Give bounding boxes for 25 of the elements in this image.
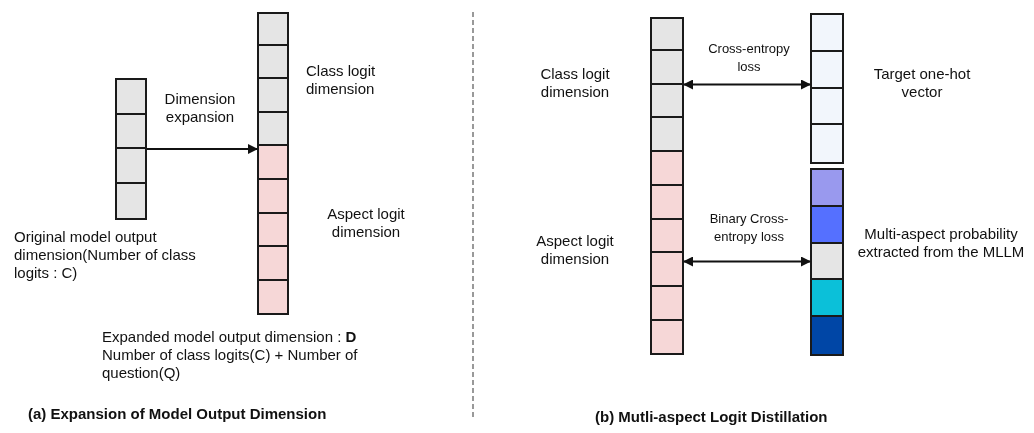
- vector-column: [115, 78, 147, 220]
- vector-caption: Aspect logit dimension: [535, 232, 615, 268]
- vector-caption: Target one-hot vector: [872, 65, 972, 101]
- logit-segment: [259, 146, 287, 313]
- arrow: [683, 256, 811, 267]
- vector-caption: Aspect logit dimension: [326, 205, 406, 241]
- vector-caption: Original model output dimension(Number of class logits : C): [14, 228, 197, 282]
- edge-label: Dimension expansion: [163, 90, 237, 126]
- panel-caption: (a) Expansion of Model Output Dimension: [28, 405, 327, 423]
- edge-label: Binary Cross-entropy loss: [708, 210, 790, 246]
- panel-caption: (b) Mutli-aspect Logit Distillation: [595, 408, 828, 426]
- vector-column: [650, 17, 684, 355]
- vector-column: [257, 12, 289, 315]
- vector-column: [810, 168, 844, 356]
- edge-label: Cross-entropy loss: [707, 40, 791, 76]
- logit-segment: [652, 19, 682, 152]
- vector-caption: Class logit dimension: [539, 65, 611, 101]
- arrow: [146, 144, 258, 154]
- vector-caption: Class logit dimension: [306, 62, 377, 98]
- vector-caption: Expanded model output dimension : D Number of class logits(C) + Number of question(Q): [102, 328, 359, 382]
- vector-caption: Multi-aspect probability extracted from the MLLM: [856, 225, 1026, 261]
- vector-column: [810, 13, 844, 164]
- logit-segment: [652, 152, 682, 353]
- arrow: [683, 79, 811, 90]
- logit-segment: [259, 14, 287, 146]
